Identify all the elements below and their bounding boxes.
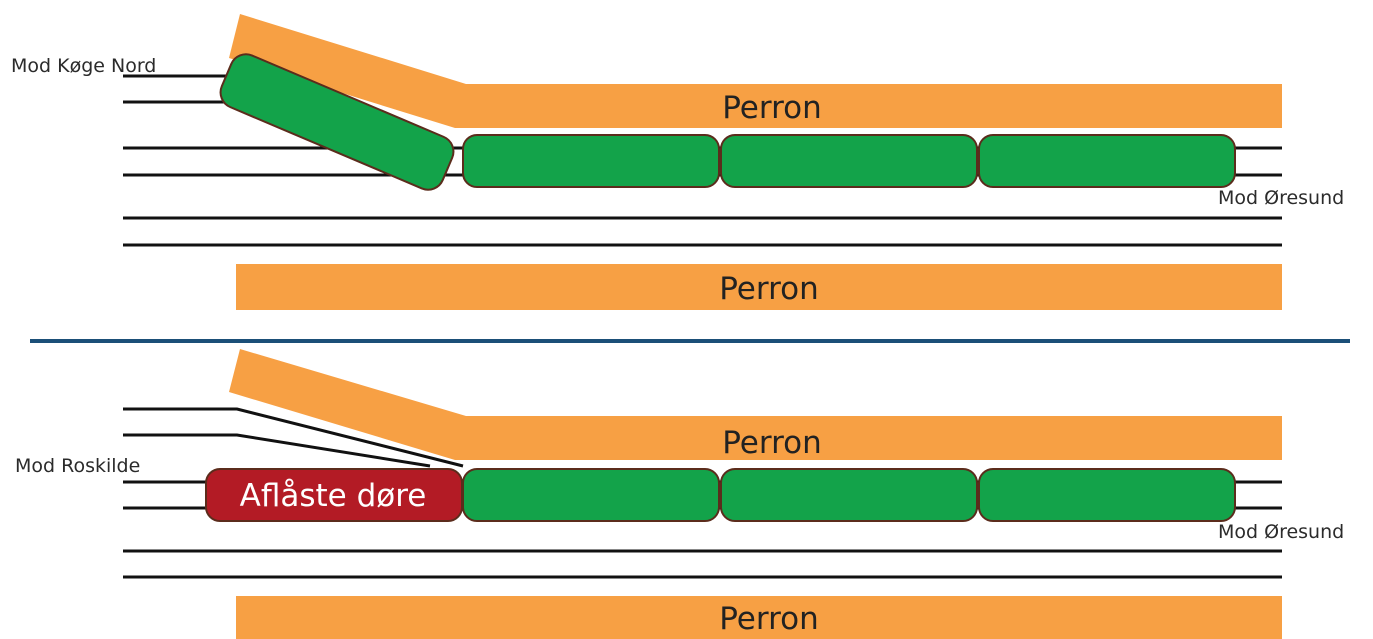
train-car	[462, 134, 720, 188]
direction-label-right: Mod Øresund	[1218, 521, 1344, 543]
train-car	[462, 468, 720, 522]
platform-label: Perron	[719, 271, 819, 307]
direction-label-left: Mod Køge Nord	[11, 55, 156, 77]
train-bottom	[205, 468, 1236, 522]
train-car	[978, 134, 1236, 188]
train-car	[720, 134, 978, 188]
track-branch-upper	[123, 407, 464, 468]
platform-label: Perron	[722, 90, 822, 126]
direction-label-left: Mod Roskilde	[15, 455, 140, 477]
platform-label: Perron	[722, 425, 822, 461]
platform-top-lower	[236, 264, 1282, 310]
train-car	[978, 468, 1236, 522]
platform-bottom-upper	[229, 349, 1282, 460]
platform-top-upper	[229, 14, 1282, 128]
platform-bottom-lower	[236, 596, 1282, 639]
platform-label: Perron	[719, 601, 819, 637]
top-scene: Mod Køge Nord Mod Øresund Perron Perron	[11, 14, 1344, 310]
bottom-scene: Mod Roskilde Mod Øresund Perron Perron A…	[15, 349, 1344, 639]
train-top	[219, 53, 1236, 191]
train-car-angled	[219, 53, 455, 191]
locked-car-label: Aflåste døre	[240, 478, 427, 514]
train-car	[720, 468, 978, 522]
direction-label-right: Mod Øresund	[1218, 187, 1344, 209]
scene-divider	[30, 339, 1350, 343]
track-branch-lower	[123, 433, 431, 468]
